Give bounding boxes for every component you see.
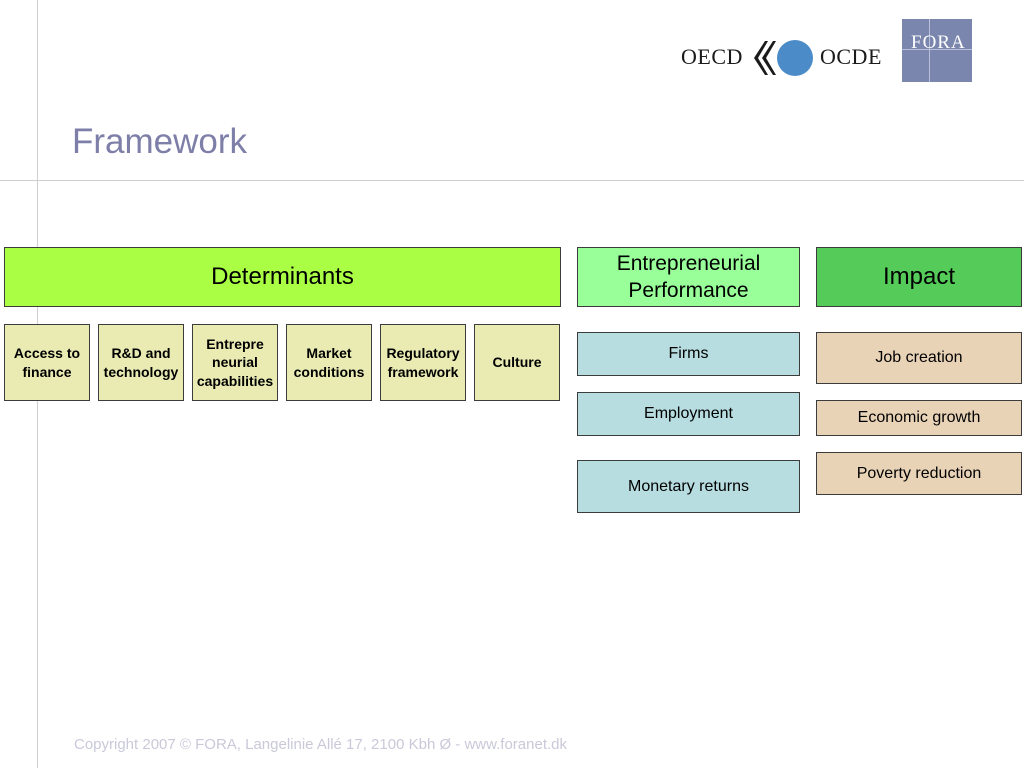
determinant-culture: Culture	[474, 324, 560, 401]
performance-firms: Firms	[577, 332, 800, 376]
determinant-label: Regulatory framework	[386, 345, 460, 380]
impact-job-creation: Job creation	[816, 332, 1022, 384]
ocde-logo-text: OCDE	[820, 44, 882, 69]
determinant-label: Culture	[492, 354, 542, 371]
determinant-entrepreneurial-capabilities: Entrepre neurial capabilities	[192, 324, 278, 401]
oecd-emblem-icon	[754, 40, 813, 76]
determinant-label: Access to finance	[13, 345, 81, 380]
fora-logo-text: FORA	[911, 32, 966, 53]
determinant-rd-technology: R&D and technology	[98, 324, 184, 401]
copyright-footer: Copyright 2007 © FORA, Langelinie Allé 1…	[74, 736, 567, 753]
slide-title: Framework	[72, 122, 248, 161]
determinant-label: Market conditions	[293, 345, 365, 380]
fora-logo-rule-vertical	[929, 19, 930, 82]
determinant-label: R&D and technology	[103, 345, 179, 380]
impact-label: Poverty reduction	[856, 464, 982, 482]
fora-logo: FORA	[902, 19, 972, 82]
determinant-market-conditions: Market conditions	[286, 324, 372, 401]
title-divider	[0, 180, 1024, 181]
performance-monetary-returns: Monetary returns	[577, 460, 800, 513]
oecd-logo: OECD OCDE	[681, 36, 891, 78]
impact-economic-growth: Economic growth	[816, 400, 1022, 436]
performance-label: Monetary returns	[628, 477, 749, 495]
impact-header: Impact	[816, 247, 1022, 307]
performance-label: Firms	[668, 345, 709, 362]
impact-poverty-reduction: Poverty reduction	[816, 452, 1022, 495]
performance-header: Entrepreneurial Performance	[577, 247, 800, 307]
impact-label: Economic growth	[857, 409, 981, 426]
determinant-access-to-finance: Access to finance	[4, 324, 90, 401]
oecd-logo-text: OECD	[681, 44, 743, 69]
performance-employment: Employment	[577, 392, 800, 436]
fora-logo-rule-horizontal	[902, 49, 972, 50]
impact-label: Job creation	[875, 349, 963, 366]
performance-label: Employment	[644, 405, 733, 422]
determinant-label: Entrepre neurial capabilities	[196, 336, 274, 389]
determinant-regulatory-framework: Regulatory framework	[380, 324, 466, 401]
determinants-header: Determinants	[4, 247, 561, 307]
